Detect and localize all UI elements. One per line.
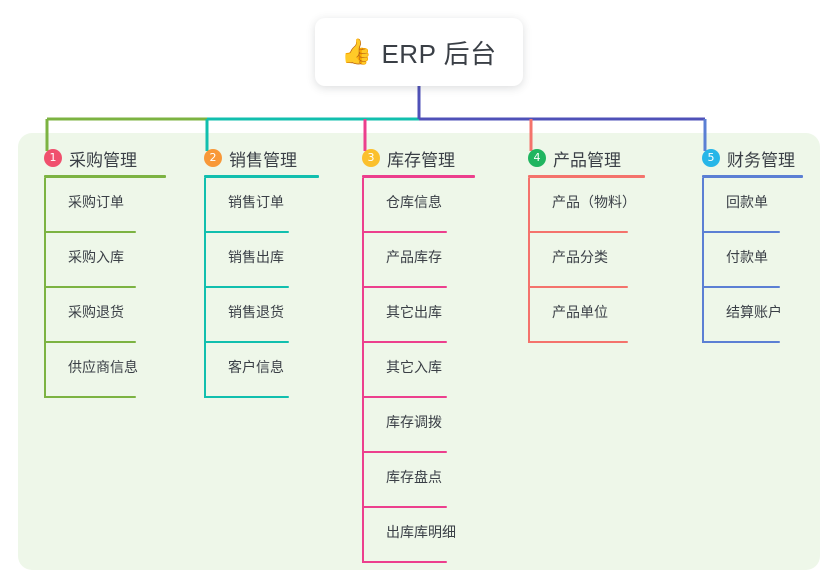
branch-column-4: 4 产品管理产品（物料） 产品分类产品单位 (528, 133, 645, 343)
branch-item-rule (362, 561, 447, 563)
branch-item-label: 产品分类 (552, 249, 608, 265)
branch-spine (44, 178, 46, 398)
branch-column-3: 3 库存管理仓库信息产品库存其它出库其它入库库存调拨库存盘点出库库明细 (362, 133, 475, 563)
branch-item-label: 销售退货 (228, 304, 284, 320)
branch-header-1[interactable]: 1 采购管理 (44, 133, 137, 173)
branch-item-rule (44, 286, 136, 288)
branch-columns: 1 采购管理采购订单采购入库采购退货供应商信息 2 销售管理销售订单销售出库销售退货客… (18, 133, 820, 570)
branch-title: 产品管理 (553, 150, 621, 170)
branch-item-rule (362, 396, 447, 398)
branch-item-rule (204, 286, 289, 288)
branch-item-rule (702, 341, 780, 343)
branch-header-rule (44, 175, 166, 178)
branch-item-rule (528, 341, 628, 343)
branch-item-rule (362, 506, 447, 508)
thumbs-up-icon: 👍 (341, 37, 373, 66)
branch-item-label: 客户信息 (228, 359, 284, 375)
branch-header-2[interactable]: 2 销售管理 (204, 133, 297, 173)
branch-item-rule (204, 396, 289, 398)
branch-item-label: 产品库存 (386, 249, 442, 265)
branch-item-label: 其它入库 (386, 359, 442, 375)
branch-header-5[interactable]: 5 财务管理 (702, 133, 795, 173)
branch-item-label: 采购订单 (68, 194, 124, 210)
branch-item-rule (362, 341, 447, 343)
branch-item-rule (362, 231, 447, 233)
branch-item-label: 出库库明细 (386, 524, 456, 540)
diagram-panel (18, 133, 820, 570)
branch-item-label: 回款单 (726, 194, 768, 210)
branch-title: 财务管理 (727, 150, 795, 170)
branch-spine (528, 178, 530, 343)
branch-title: 库存管理 (387, 150, 455, 170)
branch-item-rule (528, 231, 628, 233)
branch-spine (204, 178, 206, 398)
branch-item-label: 采购入库 (68, 249, 124, 265)
branch-header-4[interactable]: 4 产品管理 (528, 133, 621, 173)
branch-item-label: 结算账户 (726, 304, 782, 320)
branch-index-badge: 1 (44, 149, 62, 167)
branch-item-label: 产品单位 (552, 304, 608, 320)
branch-item-rule (702, 231, 780, 233)
root-node-title: ERP 后台 (381, 38, 497, 69)
branch-index-badge: 3 (362, 149, 380, 167)
branch-item-rule (44, 341, 136, 343)
branch-column-5: 5 财务管理回款单付款单结算账户 (702, 133, 803, 343)
branch-item-label: 库存盘点 (386, 469, 442, 485)
branch-item-rule (702, 286, 780, 288)
branch-column-1: 1 采购管理采购订单采购入库采购退货供应商信息 (44, 133, 166, 398)
branch-index-badge: 5 (702, 149, 720, 167)
branch-header-3[interactable]: 3 库存管理 (362, 133, 455, 173)
branch-item-rule (44, 231, 136, 233)
branch-item-rule (528, 286, 628, 288)
branch-spine (702, 178, 704, 343)
branch-item-label: 销售出库 (228, 249, 284, 265)
branch-item-label: 库存调拨 (386, 414, 442, 430)
branch-item-label: 仓库信息 (386, 194, 442, 210)
branch-item-label: 采购退货 (68, 304, 124, 320)
branch-header-rule (204, 175, 319, 178)
branch-item-label: 供应商信息 (68, 359, 138, 375)
branch-index-badge: 4 (528, 149, 546, 167)
branch-item-rule (204, 231, 289, 233)
branch-item-label: 付款单 (726, 249, 768, 265)
branch-index-badge: 2 (204, 149, 222, 167)
branch-item-label: 其它出库 (386, 304, 442, 320)
branch-title: 采购管理 (69, 150, 137, 170)
branch-item-rule (362, 451, 447, 453)
branch-item-label: 销售订单 (228, 194, 284, 210)
branch-item-label: 产品（物料） (552, 194, 636, 210)
branch-header-rule (702, 175, 803, 178)
root-node[interactable]: 👍 ERP 后台 (315, 18, 523, 86)
branch-item-rule (44, 396, 136, 398)
branch-spine (362, 178, 364, 563)
branch-item-rule (204, 341, 289, 343)
branch-title: 销售管理 (229, 150, 297, 170)
branch-column-2: 2 销售管理销售订单销售出库销售退货客户信息 (204, 133, 319, 398)
branch-header-rule (362, 175, 475, 178)
branch-header-rule (528, 175, 645, 178)
branch-item-rule (362, 286, 447, 288)
